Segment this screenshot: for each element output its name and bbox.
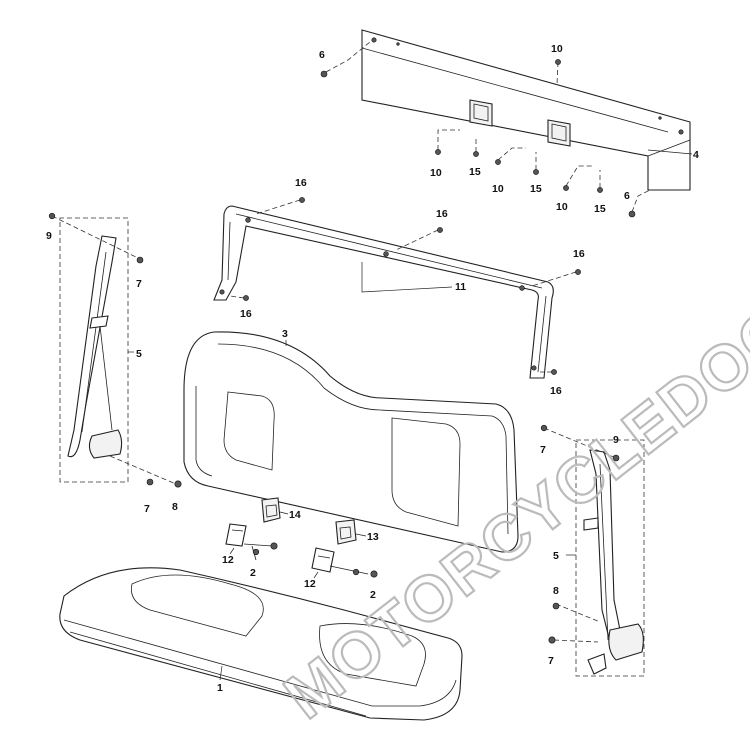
callout-3: 3 <box>282 328 288 340</box>
callout-7c: 7 <box>540 444 546 456</box>
frame-bracket <box>213 197 581 379</box>
seat-belt-left <box>48 212 182 488</box>
callout-11: 11 <box>455 281 466 293</box>
callout-5b: 5 <box>553 550 559 562</box>
callout-16d: 16 <box>240 308 252 320</box>
callout-9a: 9 <box>46 230 52 242</box>
callout-16c: 16 <box>573 248 585 260</box>
callout-6b: 6 <box>624 190 630 202</box>
callout-7a: 7 <box>136 278 142 290</box>
callout-8b: 8 <box>553 585 559 597</box>
callout-12b: 12 <box>304 578 316 590</box>
callout-14: 14 <box>289 509 301 521</box>
callout-15a: 15 <box>469 166 481 178</box>
rear-panel <box>361 29 691 191</box>
callout-8a: 8 <box>172 501 178 513</box>
callout-15c: 15 <box>594 203 606 215</box>
callout-7b: 7 <box>144 503 150 515</box>
callout-16e: 16 <box>550 385 562 397</box>
callout-2b: 2 <box>370 589 376 601</box>
callout-labels: 6 10 4 10 15 10 15 10 15 6 16 16 16 11 1… <box>46 43 699 694</box>
rear-panel-fasteners <box>320 41 651 218</box>
seat-belt-right <box>540 424 645 677</box>
callout-6a: 6 <box>319 49 325 61</box>
seat-back <box>183 331 519 553</box>
callout-10c: 10 <box>492 183 504 195</box>
callout-10b: 10 <box>430 167 442 179</box>
callout-16a: 16 <box>295 177 307 189</box>
callout-5a: 5 <box>136 348 142 360</box>
callout-10d: 10 <box>556 201 568 213</box>
callout-9b: 9 <box>613 434 619 446</box>
callout-4: 4 <box>693 149 699 161</box>
buckle-assemblies <box>225 497 378 578</box>
seat-cushion <box>59 567 463 721</box>
callout-15b: 15 <box>530 183 542 195</box>
callout-10a: 10 <box>551 43 563 55</box>
callout-12a: 12 <box>222 554 234 566</box>
callout-16b: 16 <box>436 208 448 220</box>
callout-2a: 2 <box>250 567 256 579</box>
callout-13: 13 <box>367 531 379 543</box>
callout-7d: 7 <box>548 655 554 667</box>
callout-1: 1 <box>217 682 223 694</box>
